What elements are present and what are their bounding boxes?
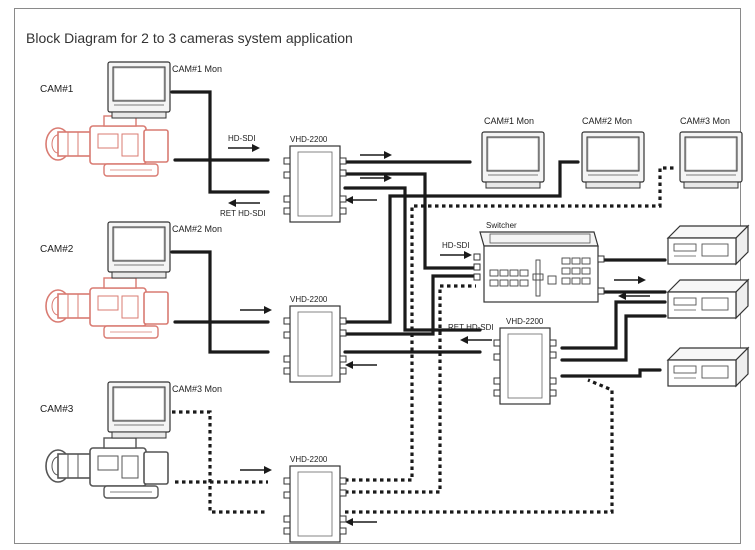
output-monitor-3 <box>679 131 743 189</box>
switcher-out-cables <box>560 258 667 378</box>
output-monitor-2-label: CAM#2 Mon <box>582 116 632 126</box>
monitor-cam1 <box>107 61 171 119</box>
switcher-label: Switcher <box>486 221 517 230</box>
monitor-cam3 <box>107 381 171 439</box>
cam1-monitor-cable <box>170 90 270 194</box>
cam2-to-switcher-cable <box>343 274 478 336</box>
converter-ret-label: VHD-2200 <box>506 317 544 326</box>
monitor-cam2 <box>107 221 171 279</box>
ret-converter-to-recorder2-cable <box>560 300 667 350</box>
camera-cam1 <box>45 115 169 177</box>
converter-3 <box>283 465 347 543</box>
camera-cam2 <box>45 277 169 339</box>
cam3-cables <box>172 166 676 514</box>
cam1-ret-cable <box>343 186 482 332</box>
cam3-label: CAM#3 <box>40 404 74 415</box>
output-monitor-2 <box>581 131 645 189</box>
ret-converter-to-recorder3-cable <box>560 314 667 362</box>
cam2-monitor-label: CAM#2 Mon <box>172 224 222 234</box>
cam3-monitor-cable <box>172 410 268 514</box>
output-monitor-3-label: CAM#3 Mon <box>680 116 730 126</box>
cam1-cables <box>170 90 482 332</box>
converter-2 <box>283 305 347 383</box>
cam2-monitor-cable <box>170 250 270 354</box>
converter-1 <box>283 145 347 223</box>
converter-1-label: VHD-2200 <box>290 135 328 144</box>
switcher-ret-label: RET HD-SDI <box>448 323 494 332</box>
diagram-title: Block Diagram for 2 to 3 cameras system … <box>26 30 353 46</box>
cam2-cables <box>170 160 580 354</box>
ret-converter-to-recorder-cable <box>560 368 662 378</box>
cam1-to-switcher-cable <box>343 172 478 270</box>
converter-ret <box>493 327 557 405</box>
switcher-input-label: HD-SDI <box>442 241 470 250</box>
cam1-label: CAM#1 <box>40 84 74 95</box>
cam3-monitor-label: CAM#3 Mon <box>172 384 222 394</box>
recorder-1 <box>667 225 749 265</box>
cam3-out-mon-cable <box>345 166 676 482</box>
ret-hdsdi-label: RET HD-SDI <box>220 209 266 218</box>
converter-3-label: VHD-2200 <box>290 455 328 464</box>
hdsdi-label: HD-SDI <box>228 134 256 143</box>
recorder-2 <box>667 279 749 319</box>
recorder-3 <box>667 347 749 387</box>
cam1-monitor-label: CAM#1 Mon <box>172 64 222 74</box>
cam2-out-mon-cable <box>343 160 580 324</box>
switcher <box>473 231 605 303</box>
output-monitor-1 <box>481 131 545 189</box>
cam3-ret-cable <box>345 378 614 514</box>
cam3-to-switcher-cable <box>345 284 476 494</box>
output-monitor-1-label: CAM#1 Mon <box>484 116 534 126</box>
cam2-label: CAM#2 <box>40 244 74 255</box>
camera-cam3 <box>45 437 169 499</box>
text-labels: CAM#1 CAM#2 CAM#3 CAM#1 Mon CAM#2 Mon CA… <box>40 64 730 464</box>
converter-2-label: VHD-2200 <box>290 295 328 304</box>
